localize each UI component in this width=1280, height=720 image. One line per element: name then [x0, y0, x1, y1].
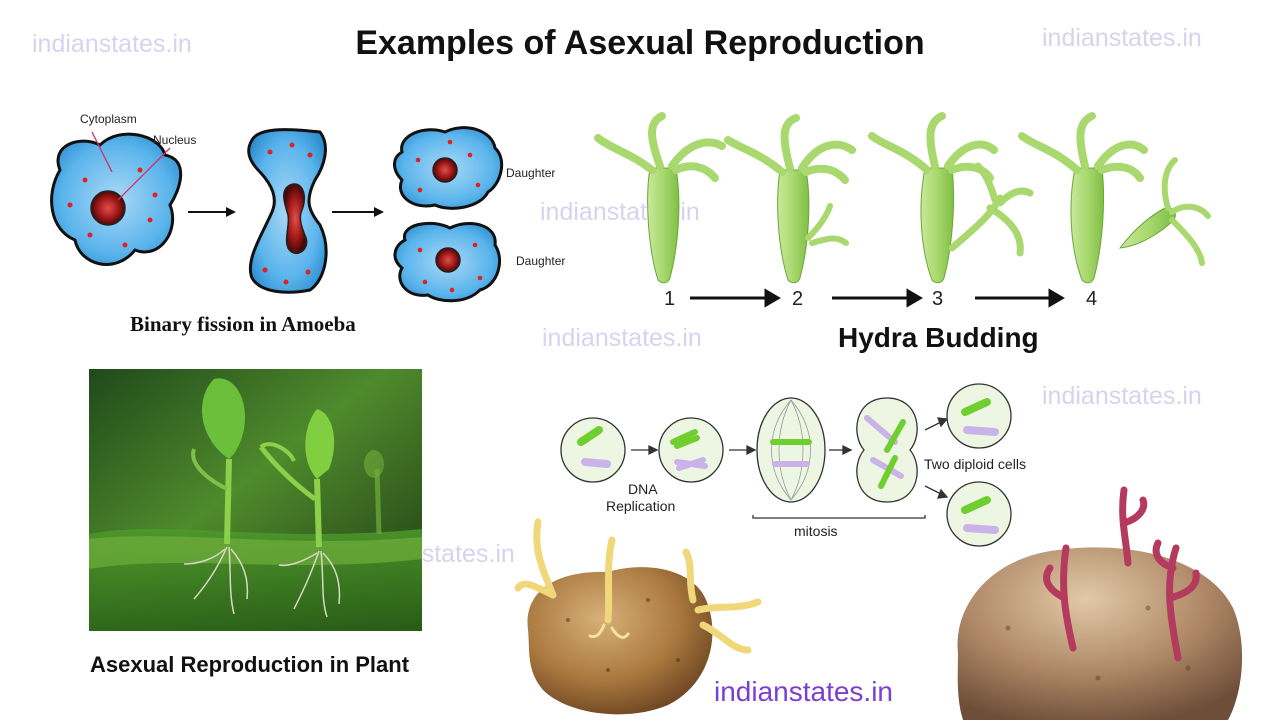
label-daughter-top: Daughter — [506, 166, 556, 180]
amoeba-caption: Binary fission in Amoeba — [130, 312, 356, 336]
hydra-stage-4: 4 — [1086, 288, 1098, 310]
watermark-top-right: indianstates.in — [1042, 24, 1202, 52]
mitosis-replication-label: Replication — [606, 498, 676, 514]
mitosis-dna-label: DNA — [628, 481, 658, 497]
plant-photo — [89, 369, 422, 631]
mitosis-result-label: Two diploid cells — [924, 456, 1026, 472]
watermark-center: indianstates.in — [542, 324, 702, 352]
watermark-right: indianstates.in — [1042, 382, 1202, 410]
page-title: Examples of Asexual Reproduction — [355, 24, 925, 62]
label-cytoplasm: Cytoplasm — [80, 112, 137, 126]
potato-photo-right — [957, 486, 1243, 720]
hydra-caption: Hydra Budding — [838, 322, 1039, 353]
parent-nucleus — [90, 190, 126, 226]
watermark-bottom: indianstates.in — [714, 676, 894, 707]
mitosis-label: mitosis — [794, 523, 838, 539]
label-nucleus: Nucleus — [153, 133, 197, 147]
hydra-budding-diagram — [594, 112, 1211, 308]
potato-photo-left — [514, 518, 762, 715]
mitosis-diagram — [560, 383, 1012, 547]
watermark-top-left: indianstates.in — [32, 30, 192, 58]
hydra-stage-2: 2 — [792, 288, 804, 310]
hydra-stage-1: 1 — [664, 288, 676, 310]
amoeba-fission-diagram — [50, 126, 504, 303]
plant-caption: Asexual Reproduction in Plant — [90, 652, 410, 677]
hydra-stage-3: 3 — [932, 288, 944, 310]
label-daughter-bottom: Daughter — [516, 254, 566, 268]
